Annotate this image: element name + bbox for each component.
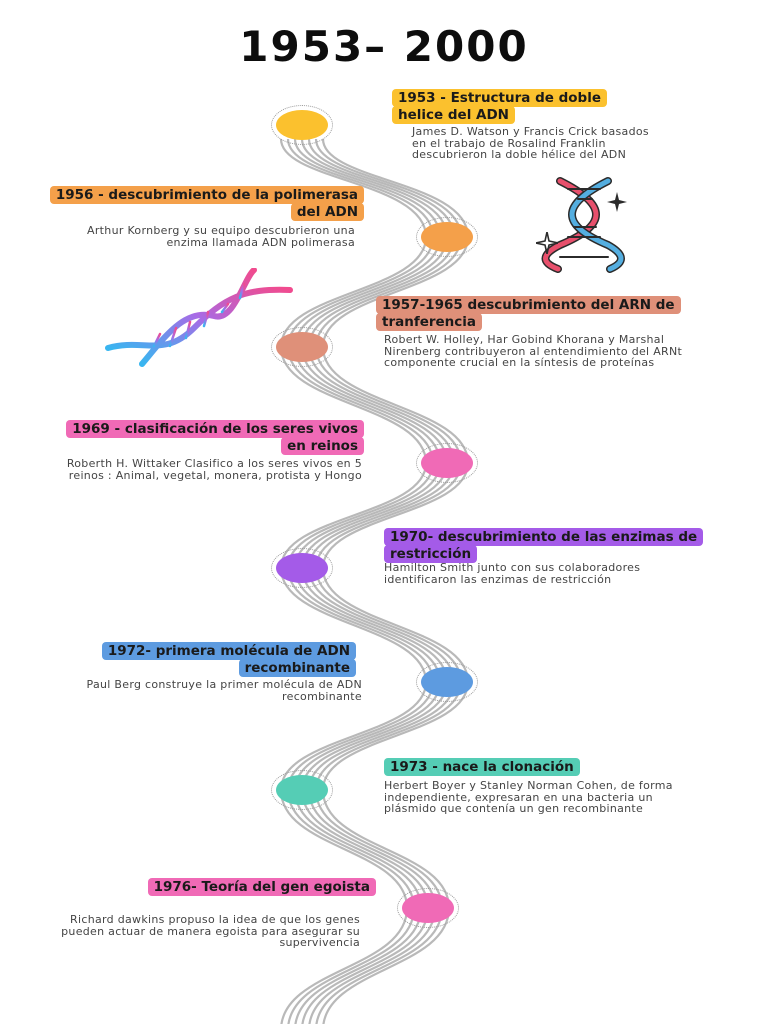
timeline-node-1970	[271, 548, 333, 588]
event-text-1969: Roberth H. Wittaker Clasifico a los sere…	[66, 457, 362, 482]
dna-cartoon-icon	[541, 177, 625, 273]
event-text-1976: Richard dawkins propuso la idea de que l…	[61, 913, 360, 949]
event-text-1972: Paul Berg construye la primer molécula d…	[86, 678, 362, 703]
timeline-node-1957	[271, 327, 333, 367]
event-title-1953: 1953 - Estructura de doble helice del AD…	[386, 89, 638, 124]
sparkle-icon	[536, 232, 558, 254]
event-text-1973: Herbert Boyer y Stanley Norman Cohen, de…	[384, 779, 673, 815]
timeline-node-1969	[416, 443, 478, 483]
timeline-node-1953	[271, 105, 333, 145]
event-title-1970: 1970- descubrimiento de las enzimas de r…	[378, 528, 730, 563]
event-text-1957: Robert W. Holley, Har Gobind Khorana y M…	[384, 333, 683, 369]
event-title-1973: 1973 - nace la clonación	[378, 758, 690, 776]
event-title-1976: 1976- Teoría del gen egoista	[130, 878, 382, 896]
page-title: 1953– 2000	[239, 22, 529, 71]
event-text-1953: James D. Watson y Francis Crick basados …	[412, 125, 649, 161]
timeline-node-1973	[271, 770, 333, 810]
sparkle-icon	[607, 192, 627, 212]
timeline-node-1976	[397, 888, 459, 928]
timeline-node-1972	[416, 662, 478, 702]
event-title-1957: 1957-1965 descubrimiento del ARN de tran…	[370, 296, 732, 331]
event-title-1972: 1972- primera molécula de ADN recombinan…	[40, 642, 362, 677]
event-text-1956: Arthur Kornberg y su equipo descubrieron…	[87, 224, 355, 249]
event-title-1969: 1969 - clasificación de los seres vivos …	[60, 420, 370, 455]
timeline-node-1956	[416, 217, 478, 257]
event-text-1970: Hamilton Smith junto con sus colaborador…	[384, 561, 641, 586]
dna-gradient-icon	[105, 268, 293, 367]
event-title-1956: 1956 - descubrimiento de la polimerasa d…	[40, 186, 370, 221]
